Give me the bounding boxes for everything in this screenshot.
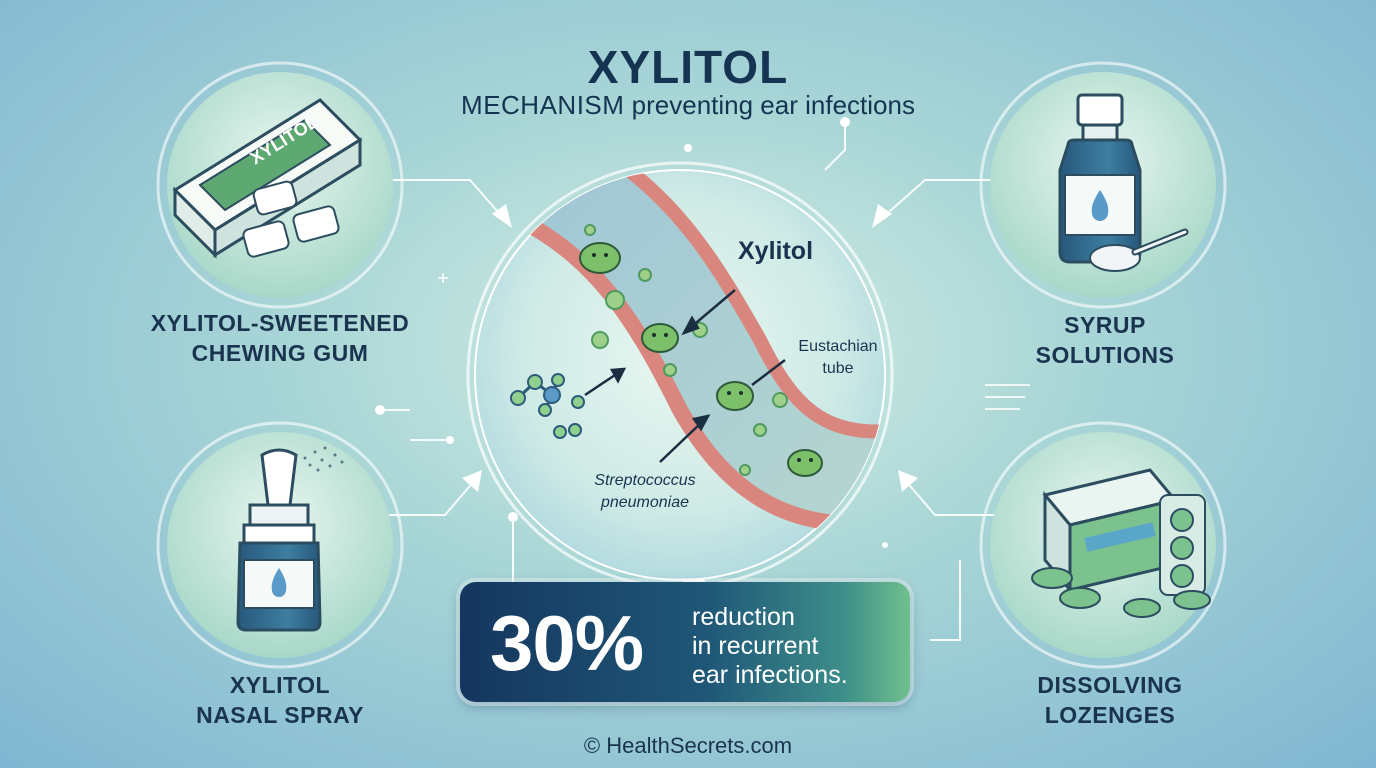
connector-dots [375, 117, 888, 548]
callout-eustachian-tube: Eustachian tube [783, 336, 893, 380]
page-title: XYLITOL [587, 41, 789, 93]
label-spray-line2: NASAL SPRAY [196, 702, 364, 728]
pointer-arrows [584, 289, 786, 463]
lozenges-box-illustration [1031, 468, 1211, 618]
callout-tube-line1: Eustachian [798, 338, 878, 355]
stat-value: 30% [490, 599, 644, 687]
label-gum-line2: CHEWING GUM [191, 340, 369, 366]
subtitle-rest: preventing ear infections [624, 90, 915, 120]
label-chewing-gum: XYLITOL-SWEETENED CHEWING GUM [130, 308, 430, 368]
label-spray-line1: XYLITOL [229, 672, 331, 698]
stat-line3: ear infections. [692, 661, 848, 689]
callout-bacteria-line2: pneumoniae [600, 494, 690, 511]
footer-credit: © HealthSecrets.com [583, 733, 793, 758]
stat-line1: reduction [692, 603, 795, 631]
callout-xylitol: Xylitol [738, 237, 814, 265]
stat-line2: in recurrent [692, 632, 819, 660]
stat-description: reduction in recurrent ear infections. [692, 603, 848, 690]
syrup-bottle-illustration [1058, 93, 1189, 272]
decorative-dashes [438, 273, 1030, 410]
label-syrup: SYRUP SOLUTIONS [1010, 310, 1200, 370]
label-nasal-spray: XYLITOL NASAL SPRAY [160, 670, 400, 730]
bacteria-group [579, 242, 823, 477]
subtitle-caps: MECHANISM [461, 90, 625, 120]
stat-box [460, 582, 910, 702]
nasal-spray-illustration [236, 446, 344, 632]
callout-bacteria-line1: Streptococcus [594, 472, 696, 489]
label-syrup-line1: SYRUP [1064, 312, 1146, 338]
label-gum-line1: XYLITOL-SWEETENED [150, 310, 410, 336]
label-syrup-line2: SOLUTIONS [1035, 342, 1175, 368]
label-lozenges-line1: DISSOLVING [1037, 672, 1183, 698]
connector-lines [380, 125, 1000, 641]
label-lozenges: DISSOLVING LOZENGES [1000, 670, 1220, 730]
gum-pack-illustration [172, 98, 363, 259]
callout-tube-line2: tube [822, 360, 854, 377]
label-lozenges-line2: LOZENGES [1044, 702, 1176, 728]
callout-bacteria: Streptococcus pneumoniae [555, 470, 735, 514]
xylitol-molecule [510, 373, 585, 439]
page-subtitle: MECHANISM preventing ear infections [0, 90, 1376, 121]
eustachian-tube-illustration [516, 170, 885, 532]
